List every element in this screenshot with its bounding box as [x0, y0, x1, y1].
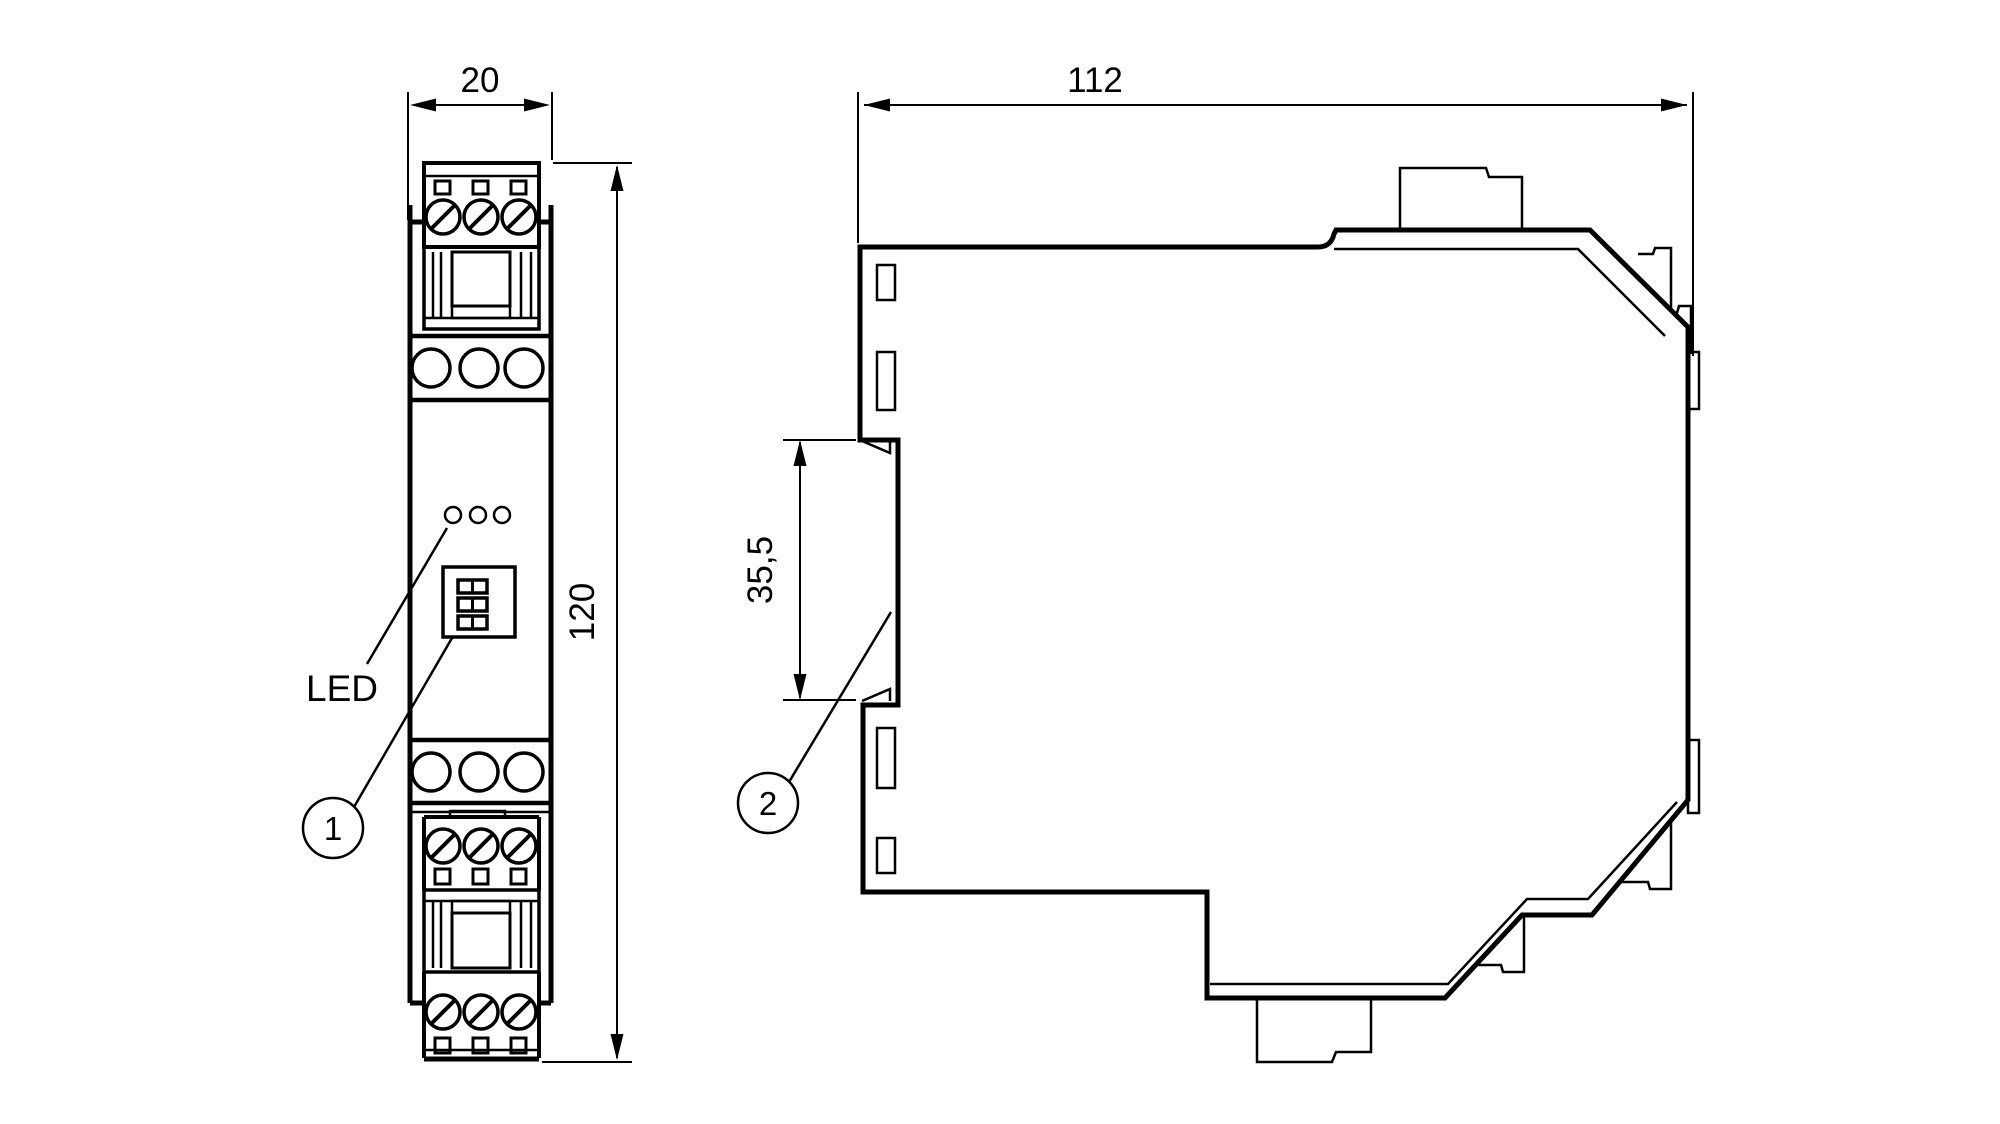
- side-vent-slots: [875, 263, 897, 875]
- callout-1-dip-switch: [301, 637, 454, 860]
- dim-depth-label: 112: [1067, 61, 1123, 100]
- screw-terminal-icons: [424, 993, 538, 1031]
- arrowhead-down-icon: [610, 1034, 624, 1060]
- front-terminal-block-top: [422, 161, 541, 249]
- front-body-outline: [407, 205, 554, 1006]
- dim-din-clip-label: 35,5: [741, 536, 780, 604]
- front-terminal-block-middle: [422, 809, 541, 890]
- side-inner-line-top: [1334, 247, 1666, 337]
- front-dip-switch: [441, 565, 517, 639]
- led-label: LED: [306, 668, 378, 709]
- arrowhead-down-icon: [793, 674, 807, 700]
- led-leader-line: [365, 527, 449, 665]
- callout-2-number: 2: [759, 785, 777, 822]
- dimension-height-120: [542, 162, 632, 1063]
- arrowhead-left-icon: [410, 98, 436, 112]
- side-terminal-block-bottom: [1255, 1000, 1373, 1064]
- led-callout: [365, 527, 449, 665]
- screw-terminal-icons: [424, 198, 538, 236]
- side-terminal-block-top: [1398, 166, 1524, 229]
- side-inner-line-bottom: [1210, 801, 1678, 986]
- callout-1-number: 1: [324, 810, 342, 847]
- screw-terminal-icons: [424, 827, 538, 865]
- arrowhead-up-icon: [793, 440, 807, 466]
- stair-tab-upper: [1619, 821, 1673, 891]
- callout-1-circle: [301, 796, 365, 860]
- stair-tab-lower: [1470, 916, 1526, 974]
- dimension-width-20: [407, 92, 553, 220]
- dim-height-label: 120: [563, 583, 602, 641]
- side-body-outline: [857, 227, 1691, 1001]
- arrowhead-left-icon: [864, 98, 890, 112]
- dim-width-label: 20: [461, 61, 500, 100]
- front-test-sockets-top: [410, 333, 551, 403]
- front-connector-housing-bottom: [422, 888, 541, 974]
- dimension-depth-112: [857, 92, 1694, 356]
- front-connector-housing-top: [422, 245, 541, 331]
- dimension-din-clip-35-5: [783, 439, 856, 701]
- slant-tab-top: [1638, 246, 1673, 316]
- front-view: [407, 161, 554, 1062]
- side-view: [857, 166, 1701, 1064]
- arrowhead-right-icon: [524, 98, 550, 112]
- callout-1-leader-line: [352, 637, 454, 808]
- din-hook-top: [861, 439, 892, 455]
- front-terminal-block-bottom: [422, 972, 541, 1062]
- arrowhead-up-icon: [610, 165, 624, 191]
- front-test-sockets-bottom: [410, 737, 551, 814]
- din-rail-notch: [861, 439, 892, 703]
- callout-2-circle: [736, 771, 800, 835]
- arrowhead-right-icon: [1661, 98, 1687, 112]
- callout-2-din-rail: [736, 611, 893, 835]
- front-led-indicators: [443, 505, 512, 525]
- din-hook-bottom: [861, 687, 892, 703]
- callout-2-leader-line: [787, 611, 893, 783]
